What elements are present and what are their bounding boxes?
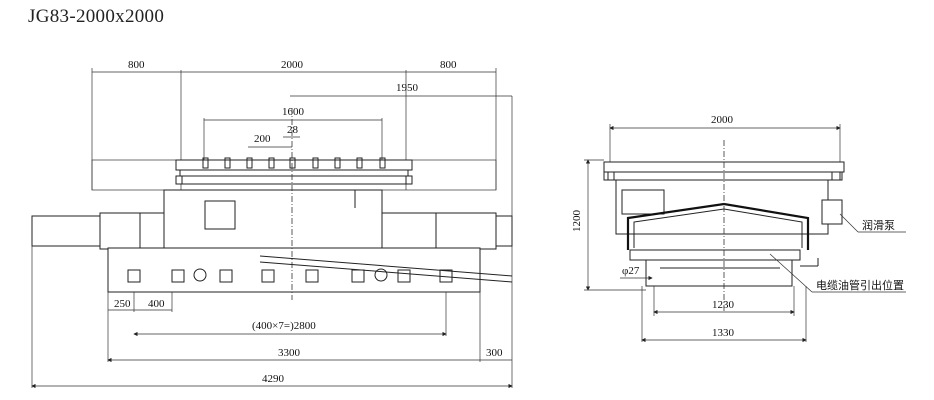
bed-anchors <box>127 268 453 283</box>
side-bed <box>645 259 793 287</box>
dim-1330: 1330 <box>712 327 735 339</box>
side-table-lug <box>831 171 843 181</box>
dim-1200: 1200 <box>571 210 583 233</box>
side-box-left <box>621 189 665 215</box>
leader-cable <box>769 253 813 293</box>
side-table-lug <box>603 171 615 181</box>
dim-300: 300 <box>486 347 503 359</box>
dim-200: 200 <box>254 133 271 145</box>
dim-28: 28 <box>287 124 299 136</box>
dim-400: 400 <box>148 298 165 310</box>
dim-3300: 3300 <box>278 347 301 359</box>
dim-2800: (400×7=)2800 <box>252 320 316 332</box>
oil-pipe <box>259 255 513 277</box>
dim-800-right: 800 <box>440 59 457 71</box>
leader-pump <box>839 213 859 233</box>
label-lubrication-pump: 润滑泵 <box>862 218 895 232</box>
t-slots <box>175 157 413 185</box>
bellow-right-end <box>495 215 513 247</box>
bellow-right <box>435 212 497 250</box>
side-view: 2000 1200 φ27 1230 1330 <box>571 114 906 343</box>
drawing-title: JG83-2000x2000 <box>28 6 165 27</box>
front-view: 800 2000 800 1950 1600 28 200 <box>31 59 513 389</box>
table-base <box>175 175 413 185</box>
dim-1230: 1230 <box>712 299 735 311</box>
dim-2000: 2000 <box>281 59 304 71</box>
label-cable-oil-pipe-outlet: 电缆油管引出位置 <box>816 278 904 292</box>
dim-phi27: φ27 <box>622 265 640 277</box>
bellow-left-2 <box>99 212 141 250</box>
dim-800-left: 800 <box>128 59 145 71</box>
lube-pump <box>821 199 843 225</box>
dim-250: 250 <box>114 298 131 310</box>
table-slab <box>179 169 409 177</box>
motor-housing <box>204 200 236 230</box>
dim-side-2000: 2000 <box>711 114 734 126</box>
carriage-body <box>163 189 383 249</box>
dim-1950: 1950 <box>396 82 419 94</box>
dim-1600: 1600 <box>282 106 305 118</box>
dim-4290: 4290 <box>262 373 285 385</box>
carriage-right <box>381 212 437 250</box>
bellow-left <box>31 215 101 247</box>
machine-bed <box>107 247 481 293</box>
